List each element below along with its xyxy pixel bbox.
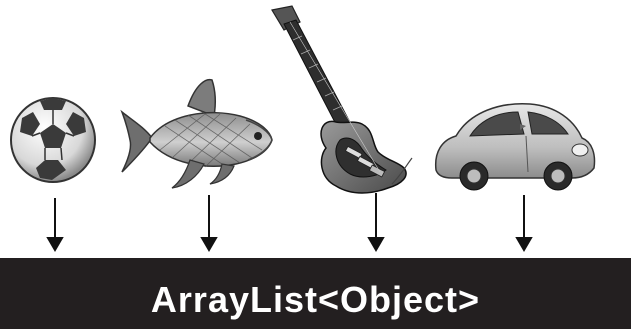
car-icon [436,104,595,190]
fish-icon [122,80,272,188]
container-label: ArrayList<Object> [151,279,480,321]
arrow-icon [48,198,62,250]
soccer-ball-icon [11,98,95,182]
electric-guitar-icon [272,6,412,193]
arrow-icon [202,195,216,250]
items-illustration [0,0,631,258]
arrow-icon [369,193,383,250]
arrow-icon [517,195,531,250]
arraylist-container: ArrayList<Object> [0,258,631,329]
